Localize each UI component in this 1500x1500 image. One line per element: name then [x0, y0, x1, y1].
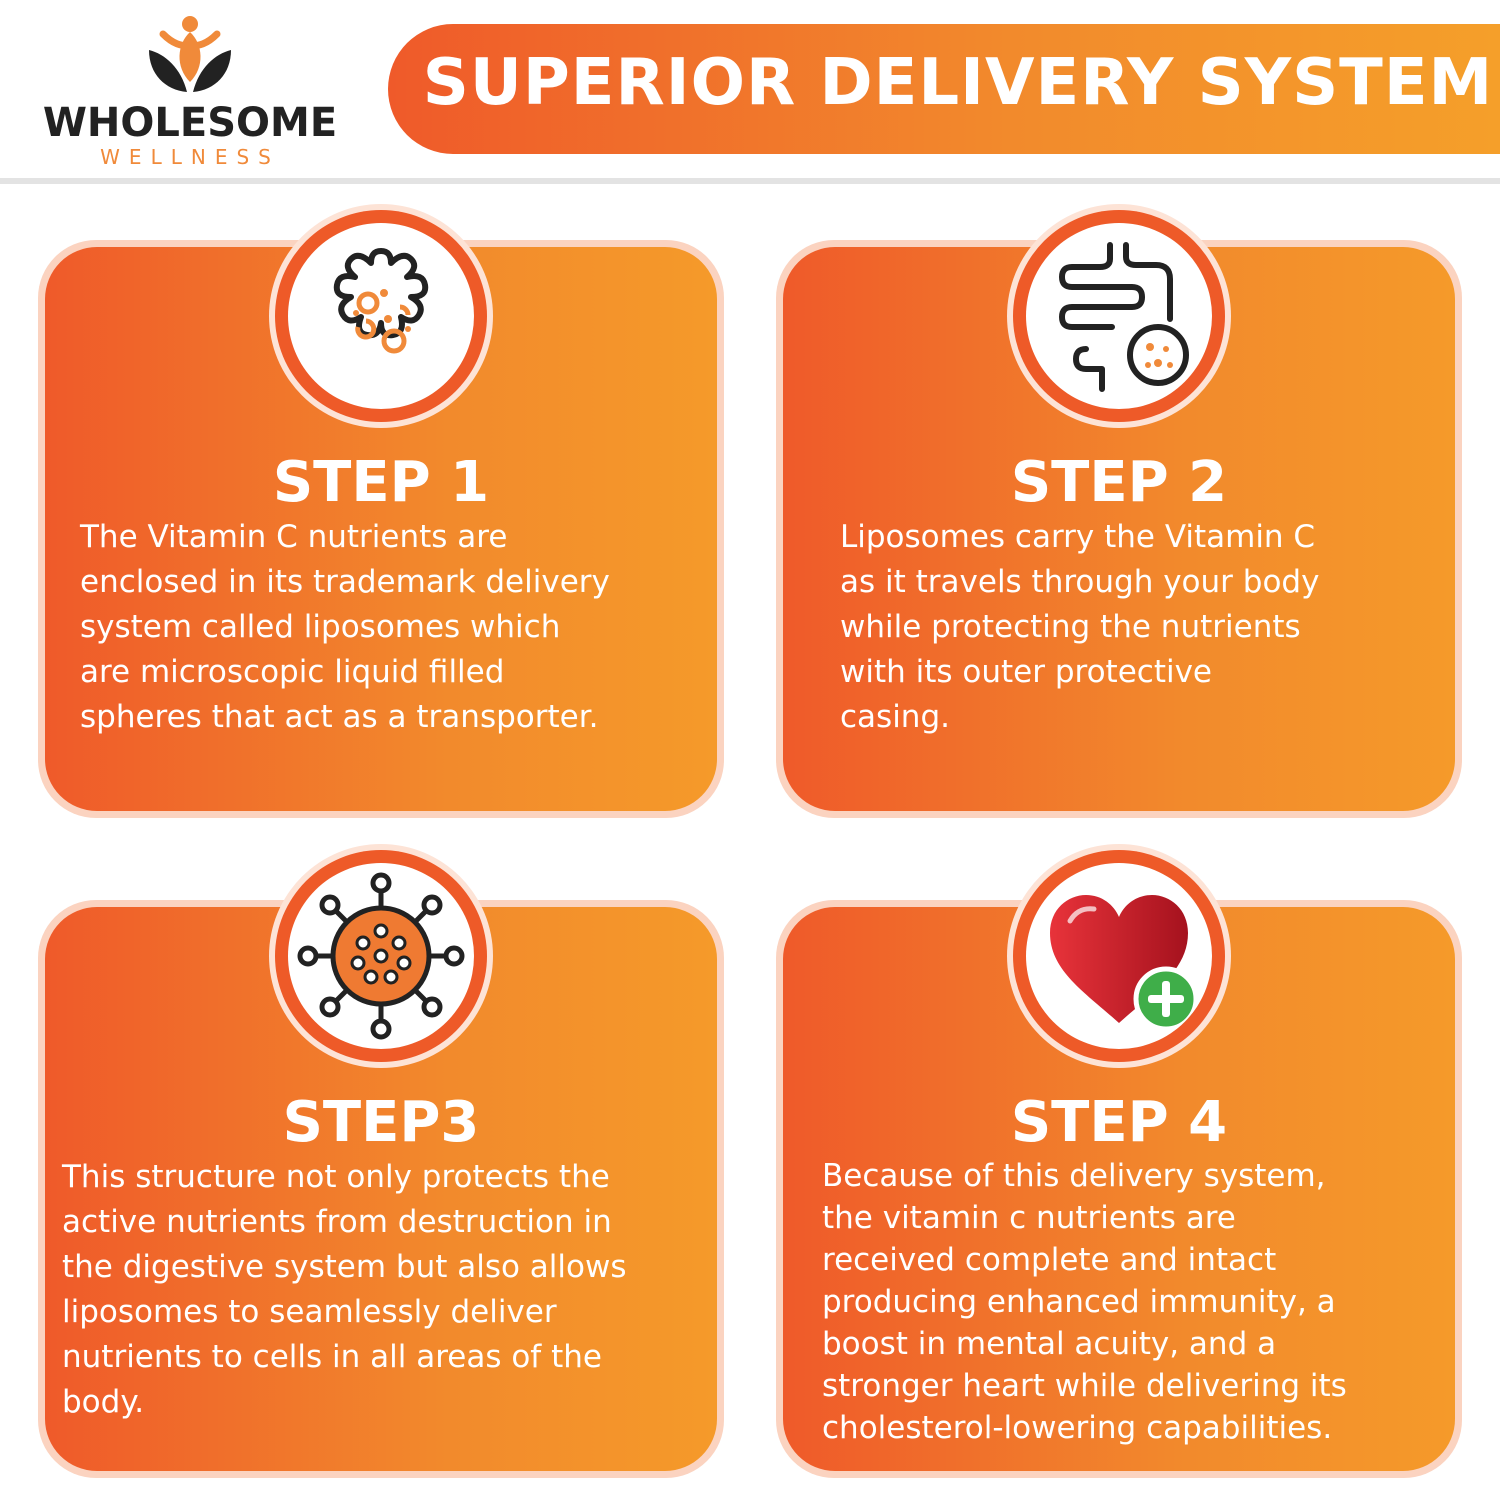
step-2-text: Liposomes carry the Vitamin C as it trav…: [840, 519, 1320, 735]
step-1-badge: [275, 210, 487, 422]
virus-cell-icon: [333, 248, 429, 354]
intestine-icon: [1059, 242, 1189, 392]
step-2-badge: [1013, 210, 1225, 422]
header-banner: SUPERIOR DELIVERY SYSTEM: [378, 16, 1500, 162]
page-title: SUPERIOR DELIVERY SYSTEM: [422, 46, 1494, 120]
step-2-title: STEP 2: [1010, 450, 1228, 515]
brand-logo: WHOLESOME WELLNESS: [25, 12, 355, 169]
step-3-title: STEP3: [282, 1090, 480, 1155]
step-3-badge: [275, 850, 487, 1062]
step-3-text: This structure not only protects the act…: [62, 1159, 627, 1420]
wellness-leaf-icon: [149, 16, 231, 92]
step-1-title: STEP 1: [272, 450, 490, 515]
step-4-text: Because of this delivery system, the vit…: [822, 1158, 1347, 1446]
step-1-text: The Vitamin C nutrients are enclosed in …: [80, 519, 610, 735]
header-divider: [0, 178, 1500, 184]
brand-name: WHOLESOME: [42, 100, 338, 146]
step-4-title: STEP 4: [1010, 1090, 1228, 1155]
step-4-badge: [1013, 850, 1225, 1062]
heart-plus-icon: [1050, 895, 1199, 1032]
liposome-molecule-icon: [297, 872, 465, 1040]
brand-subname: WELLNESS: [100, 145, 280, 169]
step-card-4: [776, 900, 1462, 1478]
